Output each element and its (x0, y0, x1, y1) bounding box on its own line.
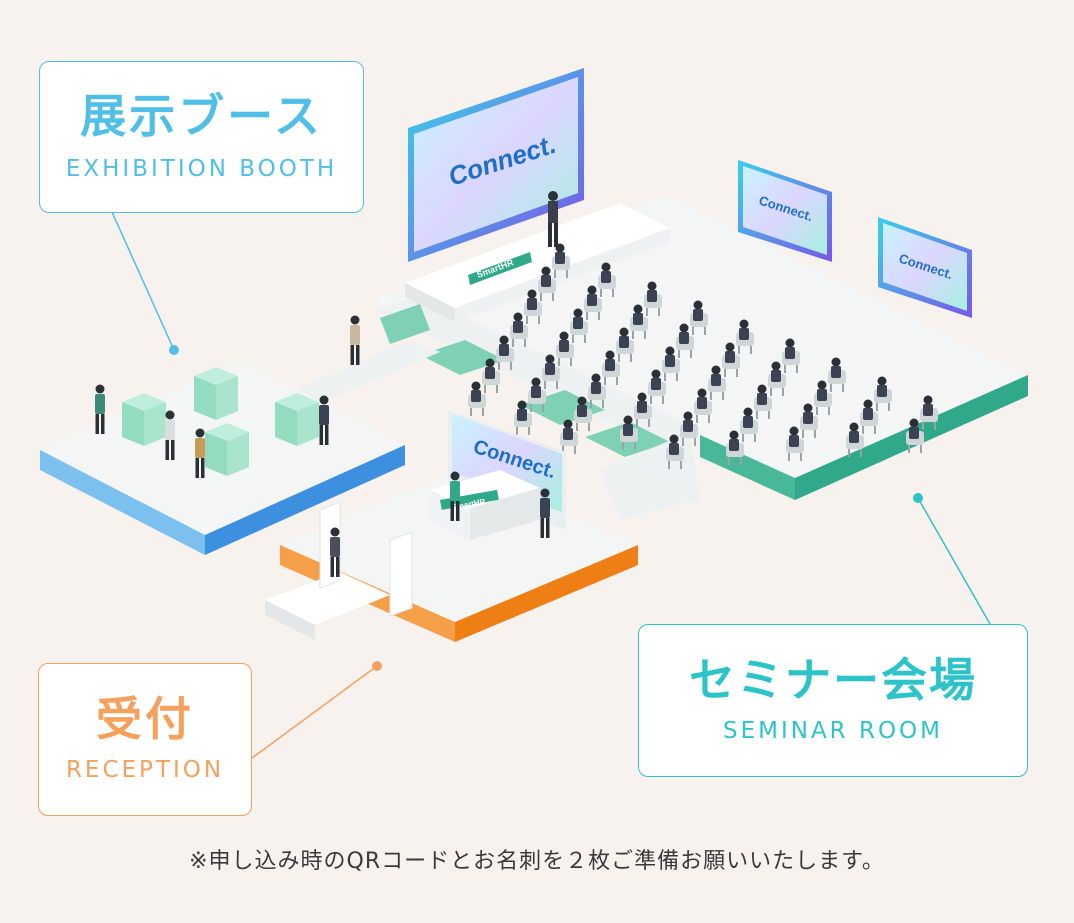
person-icon (95, 384, 105, 434)
connector-exhibition (111, 211, 175, 351)
audience-seats (468, 243, 938, 469)
chair-icon (906, 418, 924, 453)
chair-icon (828, 357, 846, 392)
connector-lines (111, 211, 991, 759)
stage: SmartHR (405, 203, 670, 322)
chair-icon (510, 312, 528, 347)
seminar-room-label: セミナー会場 SEMINAR ROOM (638, 624, 1028, 777)
chair-icon (648, 369, 666, 404)
reception-subtitle: RECEPTION (65, 757, 225, 783)
seminar-room-title: セミナー会場 (689, 653, 977, 708)
speaker-person-icon (548, 191, 558, 247)
main-screen: Connect. (408, 68, 584, 262)
chair-icon (694, 388, 712, 423)
chair-icon (588, 373, 606, 408)
chair-icon (662, 346, 680, 381)
chair-icon (630, 304, 648, 339)
chair-icon (782, 338, 800, 373)
reception-desk: SmartHR (430, 470, 540, 540)
exhibition-booth-subtitle: EXHIBITION BOOTH (65, 155, 338, 182)
chair-icon (482, 358, 500, 393)
chair-icon (574, 396, 592, 431)
chair-icon (736, 319, 754, 354)
chair-icon (680, 411, 698, 446)
booth-cube-icon (122, 393, 166, 446)
exhibition-booth-label: 展示ブース EXHIBITION BOOTH (39, 61, 364, 213)
side-screen-1: Connect. (738, 160, 832, 262)
chair-icon (740, 407, 758, 442)
booth-cube-icon (275, 393, 319, 446)
person-icon (195, 428, 205, 478)
chair-icon (620, 415, 638, 450)
chair-icon (800, 403, 818, 438)
footnote: ※申し込み時のQRコードとお名刺を２枚ご準備お願いいたします。 (189, 849, 885, 874)
connector-seminar (917, 497, 991, 625)
side-screen-2: Connect. (878, 217, 972, 318)
booth-cubes (122, 367, 319, 476)
chair-icon (814, 380, 832, 415)
chair-icon (644, 281, 662, 316)
connector-reception (251, 665, 378, 759)
chair-icon (560, 419, 578, 454)
chair-icon (754, 384, 772, 419)
booth-cube-icon (194, 367, 238, 420)
chair-icon (786, 426, 804, 461)
chair-icon (584, 285, 602, 320)
chair-icon (514, 400, 532, 435)
chair-icon (538, 266, 556, 301)
chair-icon (666, 434, 684, 469)
reception-label: 受付 RECEPTION (38, 663, 252, 816)
chair-icon (846, 422, 864, 457)
person-icon (165, 410, 175, 460)
chair-icon (598, 262, 616, 297)
person-icon (319, 395, 329, 445)
chair-icon (860, 399, 878, 434)
chair-icon (634, 392, 652, 427)
person-icon (350, 315, 360, 365)
chair-icon (616, 327, 634, 362)
seminar-room-subtitle: SEMINAR ROOM (722, 718, 944, 744)
chair-icon (726, 430, 744, 465)
chair-icon (556, 331, 574, 366)
person-icon (540, 488, 550, 538)
person-icon (450, 471, 460, 521)
visitors (95, 315, 550, 577)
chair-icon (690, 300, 708, 335)
chair-icon (542, 354, 560, 389)
chair-icon (602, 350, 620, 385)
chair-icon (524, 289, 542, 324)
exhibition-booth-title: 展示ブース (80, 88, 323, 143)
chair-icon (768, 361, 786, 396)
chair-icon (708, 365, 726, 400)
chair-icon (528, 377, 546, 412)
chair-icon (468, 381, 486, 416)
chair-icon (496, 335, 514, 370)
person-icon (330, 527, 340, 577)
chair-icon (676, 323, 694, 358)
chair-icon (874, 376, 892, 411)
chair-icon (570, 308, 588, 343)
booth-cube-icon (205, 423, 249, 476)
chair-icon (722, 342, 740, 377)
reception-title: 受付 (96, 692, 194, 747)
chair-icon (920, 395, 938, 430)
chair-icon (552, 243, 570, 278)
